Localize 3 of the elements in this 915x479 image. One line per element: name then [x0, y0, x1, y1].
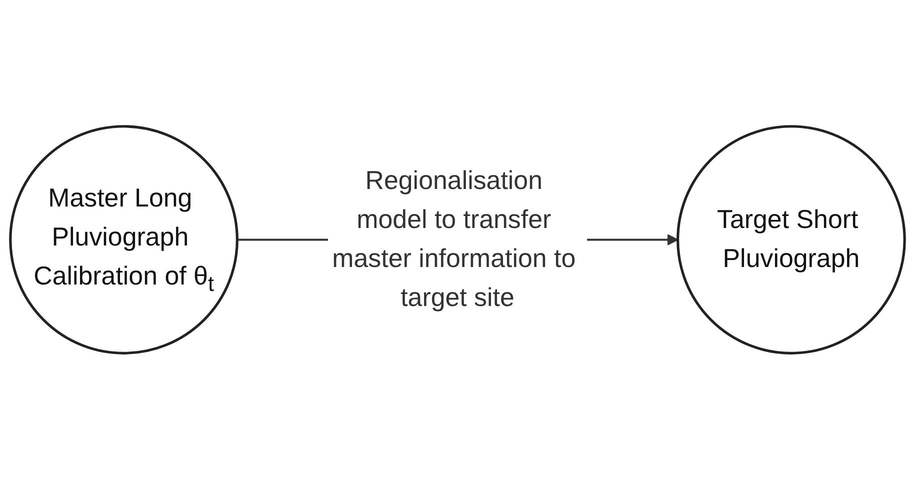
flowchart: Regionalisation model to transfer master information to target site Master Long Pluviograph Calibration of θ$_{t}$ Target Short Pluviograph — [0, 116, 915, 364]
node-circle — [9, 124, 238, 354]
node-circle — [676, 124, 906, 354]
